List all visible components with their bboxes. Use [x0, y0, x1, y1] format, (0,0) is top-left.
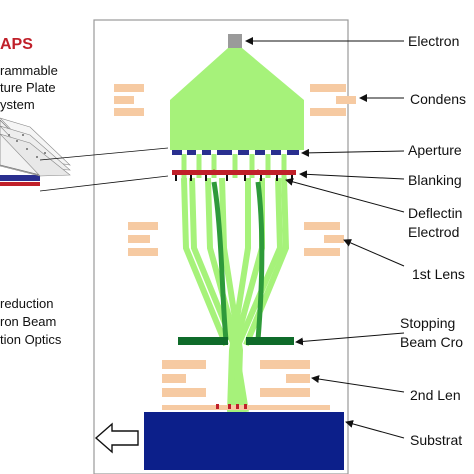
arrow-icon	[299, 170, 405, 180]
label-deflecting-line2: Electrod	[408, 224, 460, 240]
optics-caption-line2: ron Beam	[0, 314, 57, 329]
aps-title: APS	[0, 36, 33, 53]
aps-caption-line3: ystem	[0, 97, 35, 112]
label-stopping-line1: Stopping	[400, 315, 456, 331]
aps-plate-stack	[0, 117, 71, 186]
label-condenser: Condens	[410, 91, 467, 107]
exposure-marks	[216, 404, 247, 409]
second-lens	[162, 360, 310, 397]
aps-leader-top	[39, 147, 169, 161]
arrow-icon	[345, 420, 405, 439]
arrow-icon	[285, 177, 405, 213]
label-pointers	[245, 37, 405, 439]
aps-caption-line2: ture Plate	[0, 80, 56, 95]
electron-beam-cone	[170, 48, 304, 150]
beamlets	[189, 177, 284, 413]
electron-source	[228, 34, 242, 48]
substrate	[144, 412, 344, 470]
optics-caption-line1: reduction	[0, 296, 54, 311]
aps-leader-bottom	[39, 175, 169, 192]
deflected-beamlets	[211, 181, 265, 341]
label-electron-source: Electron	[408, 33, 460, 49]
label-first-lens: 1st Lens	[412, 266, 465, 282]
condenser-lens	[114, 84, 356, 116]
optics-caption-line3: tion Optics	[0, 332, 62, 347]
label-aperture: Aperture	[408, 142, 462, 158]
stopping-plate	[178, 337, 294, 345]
aperture-plate	[172, 150, 299, 155]
label-stopping-line2: Beam Cro	[400, 334, 464, 350]
arrow-icon	[343, 239, 405, 267]
left-arrow-icon	[94, 422, 139, 454]
label-substrate: Substrat	[410, 432, 463, 448]
first-lens	[128, 222, 344, 256]
label-second-lens: 2nd Len	[410, 387, 461, 403]
deflection-arrows	[211, 169, 261, 174]
aps-caption-line1: rammable	[0, 63, 58, 78]
arrow-icon	[301, 148, 405, 157]
arrow-icon	[295, 332, 405, 346]
label-blanking: Blanking	[408, 172, 462, 188]
arrow-icon	[311, 375, 405, 393]
label-deflecting-line1: Deflectin	[408, 205, 463, 221]
